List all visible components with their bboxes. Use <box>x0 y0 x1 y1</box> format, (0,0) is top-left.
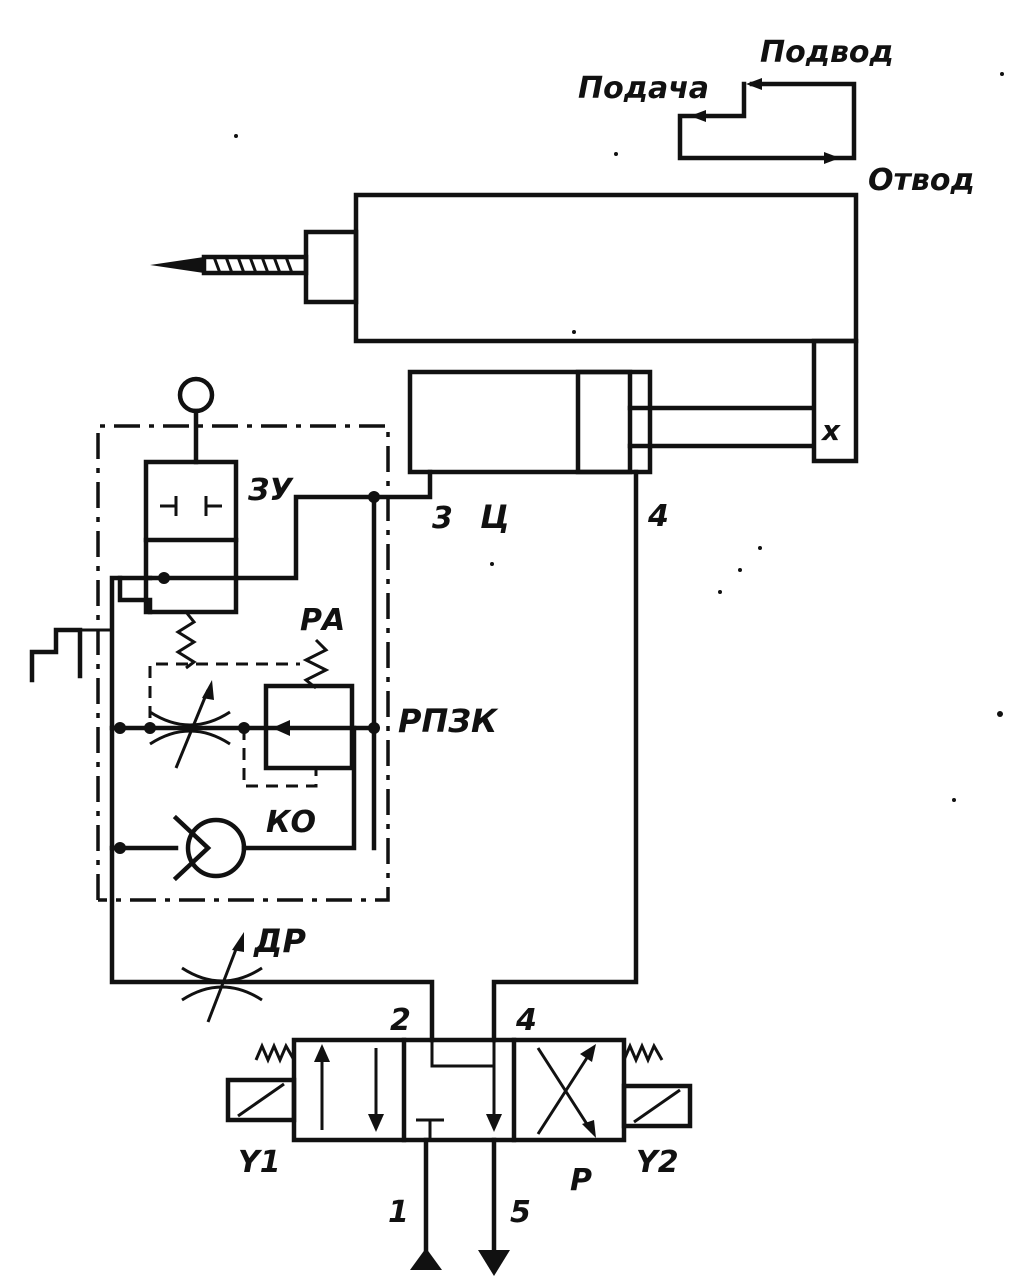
retract-arrow-icon <box>824 152 840 164</box>
label-dr: ДР <box>253 922 307 960</box>
valve-left-up-arrow-icon <box>314 1044 330 1062</box>
rpzk-arrow-icon <box>272 720 290 736</box>
label-port-4-top: 4 <box>647 499 669 534</box>
label-y2: Y2 <box>636 1145 679 1180</box>
label-port-1: 1 <box>388 1195 409 1230</box>
label-cylinder: Ц <box>480 498 510 536</box>
rpzk-pilot-line <box>242 728 318 788</box>
zu-spring-icon <box>175 611 197 670</box>
check-ball-icon <box>185 817 247 879</box>
zu-valve <box>117 376 239 670</box>
junction-dots <box>114 491 380 854</box>
directional-valve <box>291 1037 627 1143</box>
cycle-diagram <box>677 78 857 164</box>
throttle-arrow-icon <box>202 680 214 700</box>
bracket-x-mark: x <box>820 414 841 447</box>
spindle-head <box>150 192 859 344</box>
label-port-3: 3 <box>432 501 453 536</box>
label-p: Р <box>570 1163 592 1198</box>
supply-lines <box>410 1137 510 1276</box>
label-zu: ЗУ <box>247 473 294 508</box>
approach-arrow-icon <box>746 78 762 90</box>
label-port-4-valve: 4 <box>515 1003 537 1038</box>
cylinder <box>407 369 815 475</box>
dr-throttle <box>181 932 263 1023</box>
drain-tank <box>29 627 112 683</box>
valve-right-arrow2-icon <box>582 1120 596 1138</box>
solenoid-y2 <box>621 1042 693 1129</box>
solenoid-y1 <box>225 1042 297 1123</box>
dr-arrow-icon <box>232 932 244 952</box>
label-ko: КО <box>266 805 316 840</box>
label-port-5: 5 <box>510 1195 531 1230</box>
tank-return-icon <box>478 1250 510 1276</box>
pressure-source-icon <box>410 1248 442 1270</box>
label-ra: РА <box>300 603 345 638</box>
label-podacha: Подача <box>578 71 709 106</box>
pilot-line <box>148 662 300 718</box>
valve-right-arrow1-icon <box>580 1044 596 1062</box>
valve-left-down-arrow-icon <box>368 1114 384 1132</box>
drill-tip-icon <box>150 257 204 273</box>
check-valve <box>109 725 357 882</box>
valve-center-down-arrow-icon <box>486 1114 502 1132</box>
rpzk-valve <box>242 683 355 788</box>
feed-arrow-icon <box>690 110 706 122</box>
label-rpzk: РПЗК <box>398 702 499 740</box>
y2-spring-icon <box>622 1042 664 1064</box>
y1-spring-icon <box>254 1042 296 1064</box>
rpzk-enclosure <box>96 424 390 902</box>
label-y1: Y1 <box>238 1145 281 1180</box>
label-podvod: Подвод <box>760 35 894 70</box>
block-throttle <box>149 680 231 769</box>
rod-bracket: x <box>811 338 859 464</box>
label-port-2: 2 <box>390 1003 411 1038</box>
roller-icon <box>177 376 215 414</box>
ra-spring-icon <box>302 638 330 690</box>
label-otvod: Отвод <box>868 163 975 198</box>
specks <box>234 72 1004 802</box>
ra-relay <box>302 638 330 690</box>
